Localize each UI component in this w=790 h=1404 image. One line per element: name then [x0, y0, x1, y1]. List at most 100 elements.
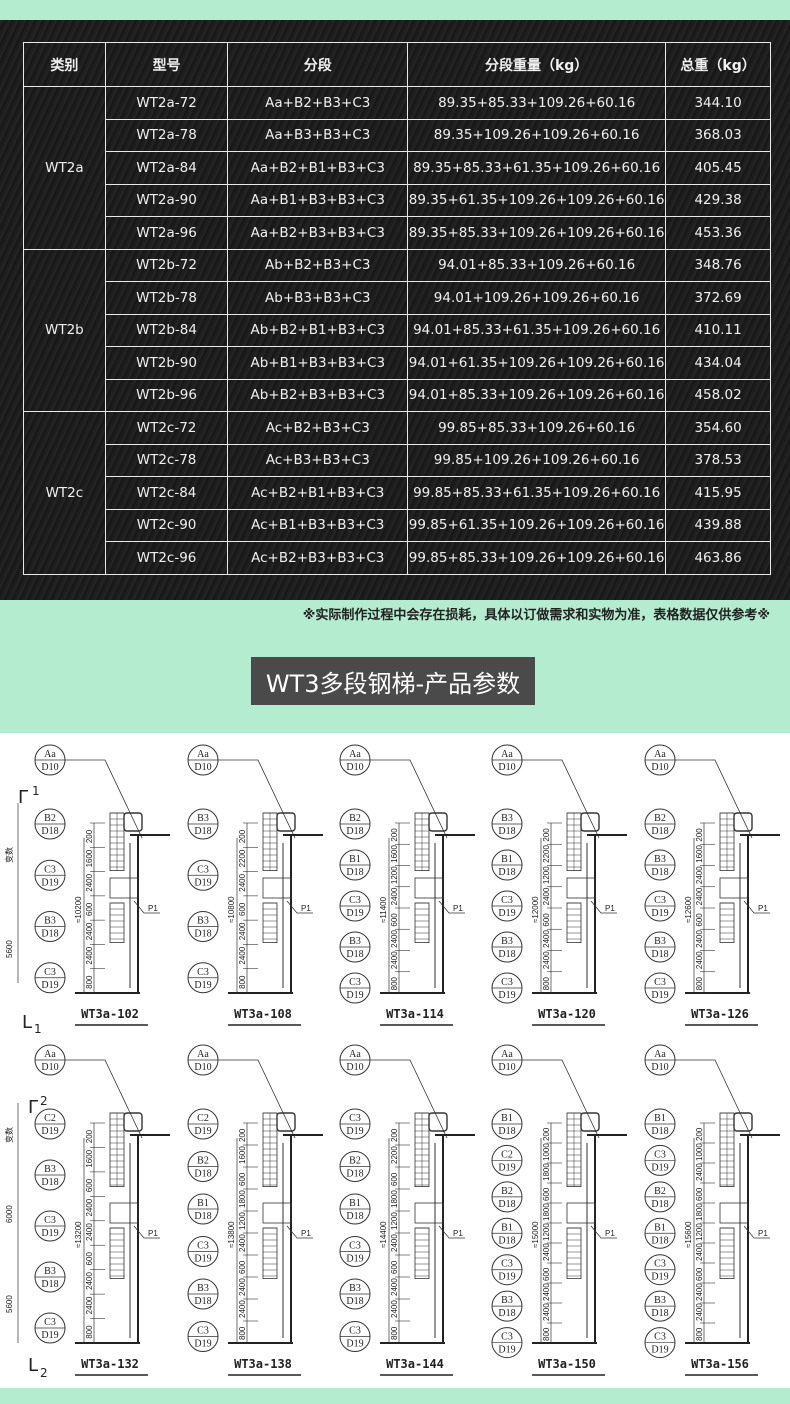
- svg-text:C3: C3: [654, 1149, 666, 1160]
- svg-text:C3: C3: [654, 977, 666, 988]
- model-cell: WT2c-72: [104, 411, 229, 445]
- svg-text:D18: D18: [498, 949, 515, 960]
- svg-text:P1: P1: [301, 904, 311, 913]
- total-weight-cell: 368.03: [665, 118, 771, 152]
- total-weight-cell: 453.36: [665, 216, 771, 250]
- svg-text:1200: 1200: [542, 1223, 551, 1241]
- total-weight-cell: 434.04: [665, 346, 771, 380]
- segment-weights-cell: 94.01+85.33+109.26+109.26+60.16: [407, 378, 667, 412]
- svg-text:D19: D19: [346, 1339, 363, 1350]
- svg-text:1600: 1600: [695, 845, 704, 863]
- svg-text:P1: P1: [453, 904, 463, 913]
- header-segments: 分段: [227, 42, 409, 87]
- svg-text:D19: D19: [498, 990, 515, 1001]
- svg-text:D19: D19: [651, 1272, 668, 1283]
- svg-text:Aa: Aa: [197, 1049, 209, 1060]
- svg-text:2400: 2400: [542, 1283, 551, 1301]
- svg-text:600: 600: [695, 1187, 704, 1201]
- svg-text:D18: D18: [194, 826, 211, 837]
- svg-text:200: 200: [542, 1127, 551, 1141]
- svg-text:5600: 5600: [5, 1295, 14, 1313]
- svg-text:C3: C3: [654, 1332, 666, 1343]
- segment-weights-cell: 99.85+109.26+109.26+60.16: [407, 443, 667, 477]
- total-weight-cell: 415.95: [665, 476, 771, 510]
- segment-weights-cell: 89.35+61.35+109.26+109.26+60.16: [407, 183, 667, 217]
- header-total-weight: 总重（kg）: [665, 42, 771, 87]
- svg-text:D19: D19: [346, 990, 363, 1001]
- svg-text:D19: D19: [498, 1345, 515, 1356]
- svg-text:B3: B3: [197, 916, 209, 927]
- svg-text:D18: D18: [346, 826, 363, 837]
- svg-text:≈13800: ≈13800: [227, 1221, 236, 1248]
- svg-text:D19: D19: [194, 1254, 211, 1265]
- svg-text:2400: 2400: [238, 1300, 247, 1318]
- svg-text:2400: 2400: [695, 1283, 704, 1301]
- svg-text:Aa: Aa: [349, 1049, 361, 1060]
- svg-text:C3: C3: [501, 1332, 513, 1343]
- svg-text:D19: D19: [41, 877, 58, 888]
- total-weight-cell: 458.02: [665, 378, 771, 412]
- svg-text:B2: B2: [44, 813, 56, 824]
- svg-text:B1: B1: [654, 1113, 666, 1124]
- svg-text:600: 600: [85, 1178, 94, 1192]
- svg-text:2400: 2400: [542, 930, 551, 948]
- svg-text:B3: B3: [349, 1283, 361, 1294]
- svg-text:800: 800: [238, 1326, 247, 1340]
- svg-text:1800: 1800: [542, 1203, 551, 1221]
- svg-text:1800: 1800: [542, 1163, 551, 1181]
- svg-text:1800: 1800: [390, 1190, 399, 1208]
- svg-text:B2: B2: [654, 1186, 666, 1197]
- segments-cell: Ac+B2+B3+B3+C3: [227, 541, 409, 575]
- model-cell: WT2a-84: [104, 151, 229, 185]
- svg-text:D18: D18: [194, 929, 211, 940]
- svg-text:≈11400: ≈11400: [379, 896, 388, 923]
- svg-text:D19: D19: [651, 908, 668, 919]
- model-cell: WT2a-72: [104, 86, 229, 120]
- svg-text:2: 2: [40, 1094, 48, 1108]
- drawing-caption: WT3a-138: [234, 1357, 292, 1371]
- svg-text:200: 200: [238, 1128, 247, 1142]
- svg-text:600: 600: [390, 1172, 399, 1186]
- svg-text:2400: 2400: [695, 1303, 704, 1321]
- svg-text:2200: 2200: [542, 845, 551, 863]
- table-header-row: 类别 型号 分段 分段重量（kg） 总重（kg）: [23, 42, 771, 87]
- svg-text:2400: 2400: [390, 951, 399, 969]
- svg-text:1: 1: [32, 784, 40, 798]
- svg-text:C3: C3: [197, 967, 209, 978]
- svg-text:C3: C3: [349, 1326, 361, 1337]
- svg-text:600: 600: [238, 1172, 247, 1186]
- model-cell: WT2b-96: [104, 378, 229, 412]
- svg-text:800: 800: [542, 1327, 551, 1341]
- svg-text:D19: D19: [194, 1126, 211, 1137]
- header-segment-weights: 分段重量（kg）: [407, 42, 667, 87]
- segments-cell: Aa+B2+B3+C3: [227, 86, 409, 120]
- svg-text:Aa: Aa: [501, 1049, 513, 1060]
- segment-weights-cell: 99.85+61.35+109.26+109.26+60.16: [407, 508, 667, 542]
- model-cell: WT2c-96: [104, 541, 229, 575]
- svg-text:D10: D10: [498, 1062, 515, 1073]
- svg-text:2200: 2200: [390, 1146, 399, 1164]
- svg-text:D18: D18: [651, 867, 668, 878]
- segment-weights-cell: 89.35+85.33+61.35+109.26+60.16: [407, 151, 667, 185]
- svg-text:变数: 变数: [4, 1127, 14, 1143]
- total-weight-cell: 410.11: [665, 313, 771, 347]
- segment-weights-cell: 94.01+109.26+109.26+60.16: [407, 281, 667, 315]
- svg-text:2400: 2400: [695, 866, 704, 884]
- svg-text:D10: D10: [498, 762, 515, 773]
- svg-text:2400: 2400: [542, 1303, 551, 1321]
- svg-text:P1: P1: [148, 1229, 158, 1238]
- svg-text:2400: 2400: [85, 1223, 94, 1241]
- svg-text:2400: 2400: [390, 1278, 399, 1296]
- svg-text:D18: D18: [498, 826, 515, 837]
- svg-text:B1: B1: [501, 1222, 513, 1233]
- svg-text:B3: B3: [197, 1283, 209, 1294]
- svg-text:800: 800: [390, 976, 399, 990]
- svg-text:800: 800: [390, 1326, 399, 1340]
- svg-text:B2: B2: [197, 1156, 209, 1167]
